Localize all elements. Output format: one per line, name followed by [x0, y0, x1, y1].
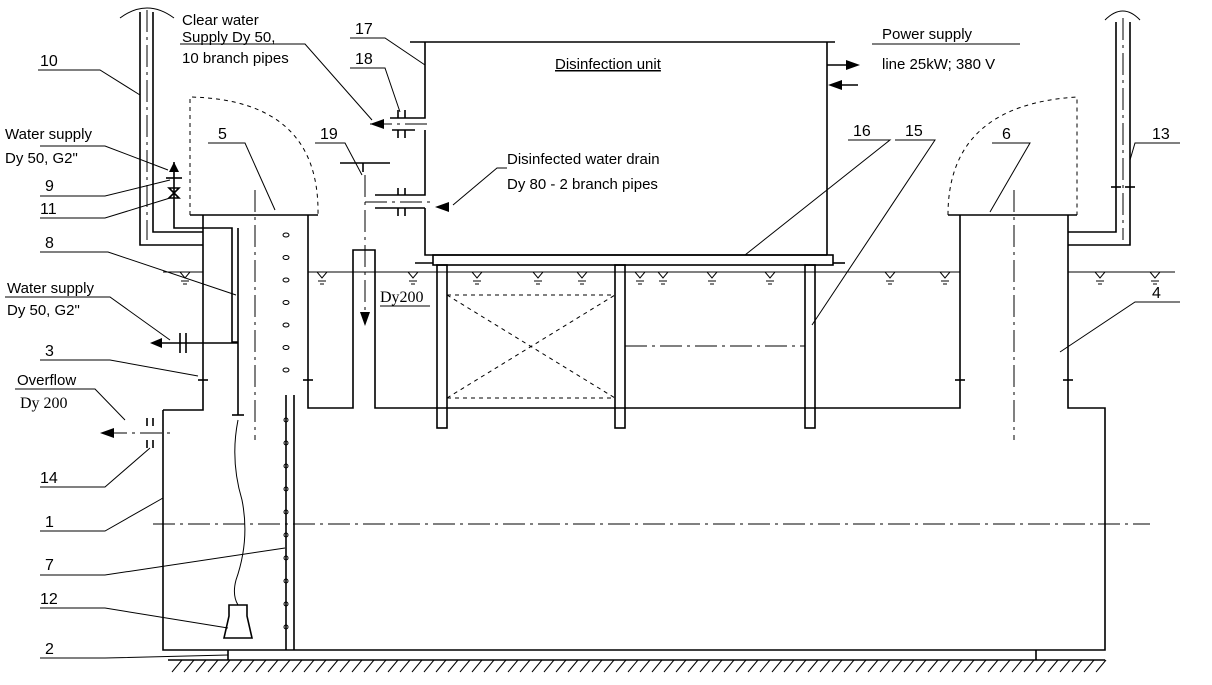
tank-body [153, 249, 1150, 660]
water-level-symbol [1093, 271, 1107, 285]
callout-6: 6 [1002, 126, 1011, 143]
overflow-label-2: Dy 200 [20, 395, 68, 412]
callout-12: 12 [40, 591, 58, 608]
disinfection-unit-label: Disinfection unit [555, 56, 662, 73]
clear-water-label-3: 10 branch pipes [182, 50, 289, 67]
overflow-pipe [100, 418, 175, 448]
perforation-hole [283, 601, 289, 607]
callout-8: 8 [45, 235, 54, 252]
water-supply-top-label-1: Water supply [5, 126, 92, 143]
water-level-symbol [406, 271, 420, 285]
water-level-symbol [1148, 271, 1162, 285]
clear-water-label-1: Clear water [182, 12, 259, 29]
callout-13: 13 [1152, 126, 1170, 143]
callout-2: 2 [45, 641, 54, 658]
water-supply-mid [150, 333, 238, 353]
callout-1: 1 [45, 514, 54, 531]
clear-water-label-2: Supply Dy 50, [182, 29, 275, 46]
callout-16: 16 [853, 123, 871, 140]
perforated-pipe [282, 232, 295, 650]
perforation-hole [283, 463, 289, 469]
water-supply-mid-label-2: Dy 50, G2" [7, 302, 80, 319]
water-level-symbol [531, 271, 545, 285]
callout-numbers: 10 9 11 8 3 14 1 7 12 2 5 6 13 17 18 19 … [40, 21, 1170, 658]
ground-line [168, 659, 1107, 673]
overflow-label-1: Overflow [17, 372, 76, 389]
vent-pipe-right [1068, 10, 1141, 246]
callout-14: 14 [40, 470, 58, 487]
perforation-hole [282, 232, 290, 238]
perforation-hole [282, 277, 290, 283]
text-labels: Clear water Supply Dy 50, 10 branch pipe… [5, 12, 995, 412]
perforation-hole [283, 555, 289, 561]
callout-18: 18 [355, 51, 373, 68]
callout-7: 7 [45, 557, 54, 574]
drain-pipe-19 [340, 162, 390, 326]
perforation-hole [282, 367, 290, 373]
callout-5: 5 [218, 126, 227, 143]
water-level-symbol [633, 271, 647, 285]
water-level-symbol [575, 271, 589, 285]
callout-19: 19 [320, 126, 338, 143]
water-level-symbol [763, 271, 777, 285]
water-supply-top [166, 162, 238, 343]
water-level-symbol [705, 271, 719, 285]
power-supply-label-2: line 25kW; 380 V [882, 56, 995, 73]
power-supply-label-1: Power supply [882, 26, 973, 43]
water-level-symbol [178, 271, 192, 285]
support-frame [415, 254, 845, 429]
perforation-hole [283, 624, 289, 630]
callout-3: 3 [45, 343, 54, 360]
callout-9: 9 [45, 178, 54, 195]
perforation-hole [283, 486, 289, 492]
perforation-hole [282, 345, 290, 350]
callout-15: 15 [905, 123, 923, 140]
leader-lines [5, 37, 1180, 659]
water-level-symbol [470, 271, 484, 285]
callout-11: 11 [40, 201, 57, 218]
perforation-hole [283, 532, 289, 538]
perforation-hole [282, 300, 290, 305]
callout-10: 10 [40, 53, 58, 70]
perforation-hole [283, 509, 289, 515]
left-shaft [189, 96, 319, 440]
callout-4: 4 [1152, 285, 1161, 302]
right-shaft [947, 96, 1078, 440]
perforation-hole [283, 417, 289, 423]
callout-17: 17 [355, 21, 373, 38]
vent-pipe-left [119, 7, 203, 246]
water-level-symbol [938, 271, 952, 285]
dy200-label: Dy200 [380, 289, 424, 306]
water-supply-top-label-2: Dy 50, G2" [5, 150, 78, 167]
perforation-hole [282, 255, 290, 260]
water-level-symbol [656, 271, 670, 285]
drain-label-1: Disinfected water drain [507, 151, 660, 168]
perforation-hole [283, 440, 289, 446]
water-supply-mid-label-1: Water supply [7, 280, 94, 297]
drain-label-2: Dy 80 - 2 branch pipes [507, 176, 658, 193]
water-level-marks [178, 271, 1162, 285]
perforation-hole [282, 322, 290, 328]
pump-pipe [222, 228, 254, 639]
water-level-symbol [315, 271, 329, 285]
water-level-symbol [883, 271, 897, 285]
perforation-hole [283, 578, 289, 584]
